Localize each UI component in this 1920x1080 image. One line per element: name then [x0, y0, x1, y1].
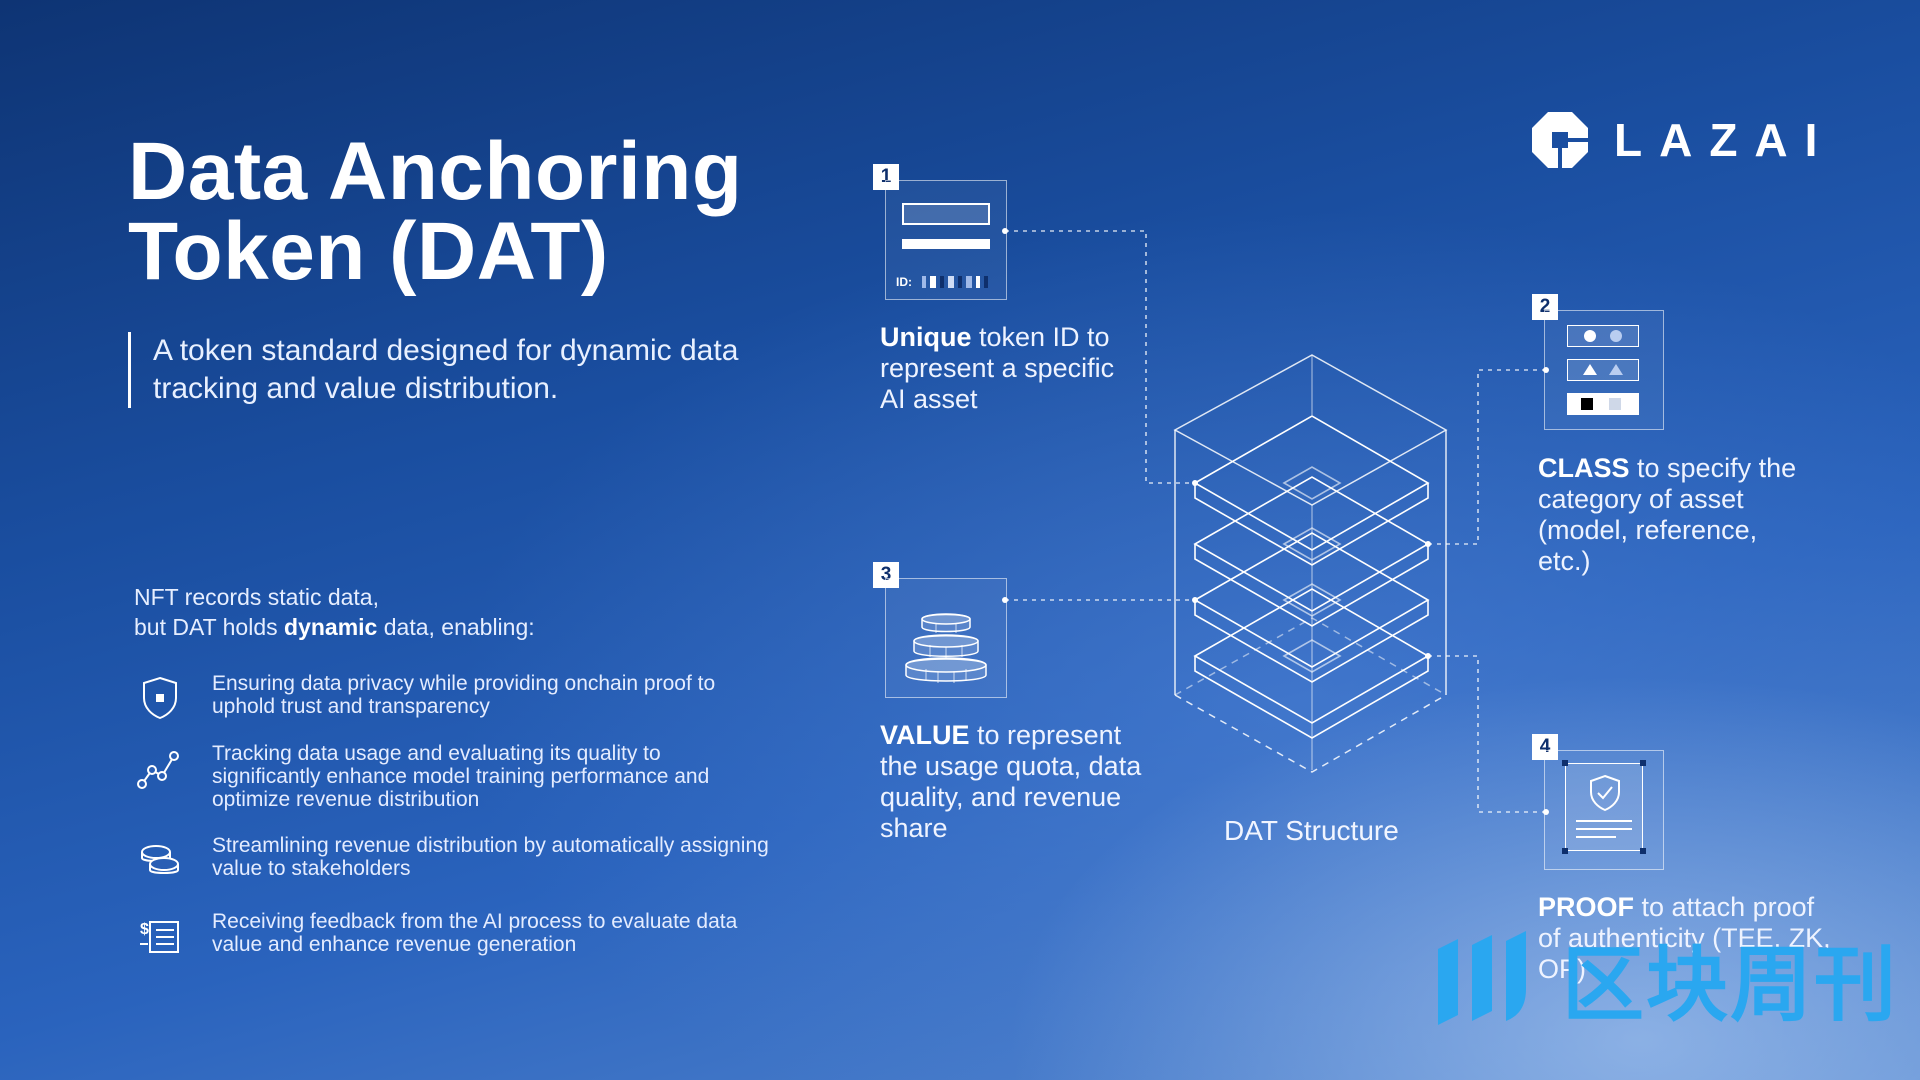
desc-bold: VALUE: [880, 720, 970, 750]
dat-layer-1: [1193, 415, 1430, 566]
class-row-circles: [1567, 325, 1639, 347]
token-id-card: ID:: [885, 180, 1007, 300]
id-card-label: ID:: [896, 275, 912, 289]
page-title: Data Anchoring Token (DAT): [128, 126, 743, 297]
desc-rest: to represent the usage quota, data quali…: [880, 720, 1142, 843]
component-number-3: 3: [873, 562, 899, 588]
proof-card: [1544, 750, 1664, 870]
component-desc-proof: PROOF to attach proof of authenticity (T…: [1538, 892, 1838, 985]
feature-item-feedback: $ Receiving feedback from the AI process…: [134, 910, 774, 962]
component-number-1: 1: [873, 164, 899, 190]
title-line-1: Data Anchoring: [128, 126, 743, 217]
component-desc-value: VALUE to represent the usage quota, data…: [880, 720, 1150, 844]
lazai-logo: LAZAI: [1528, 108, 1834, 172]
component-desc-class: CLASS to specify the category of asset (…: [1538, 453, 1798, 577]
dat-layer-4: [1193, 588, 1430, 739]
intro-post: data, enabling:: [377, 614, 535, 640]
dat-structure-label: DAT Structure: [1224, 815, 1399, 846]
connector-lines: [1005, 230, 1546, 813]
lazai-logo-text: LAZAI: [1614, 114, 1835, 166]
component-number-4: 4: [1532, 734, 1558, 760]
id-barcode: [922, 276, 988, 288]
intro-pre: but DAT holds: [134, 614, 285, 640]
feature-text: Streamlining revenue distribution by aut…: [212, 834, 769, 880]
proof-document: [1562, 760, 1646, 854]
feature-item-privacy: Ensuring data privacy while providing on…: [134, 672, 774, 724]
feature-item-revenue: Streamlining revenue distribution by aut…: [134, 834, 774, 886]
id-card-field: [902, 203, 990, 225]
desc-rest: to specify the category of asset (model,…: [1538, 453, 1797, 576]
desc-bold: Unique: [880, 322, 972, 352]
subtitle: A token standard designed for dynamic da…: [128, 332, 793, 408]
component-number-2: 2: [1532, 294, 1558, 320]
desc-rest: token ID to represent a specific AI asse…: [880, 322, 1115, 414]
component-desc-unique: Unique token ID to represent a specific …: [880, 322, 1140, 415]
feature-item-tracking: Tracking data usage and evaluating its q…: [134, 742, 774, 811]
intro-line-2: but DAT holds dynamic data, enabling:: [134, 612, 535, 642]
dat-layer-3: [1193, 532, 1430, 683]
desc-bold: CLASS: [1538, 453, 1630, 483]
intro-text: NFT records static data, but DAT holds d…: [134, 582, 535, 642]
watermark: 区块周刊: [1432, 918, 1898, 1037]
shield-icon: [143, 676, 177, 720]
coins-icon: [141, 845, 179, 874]
class-card: [1544, 310, 1664, 430]
chart-line-icon: [137, 751, 179, 789]
watermark-logo-icon: [1438, 930, 1526, 1025]
watermark-text: 区块周刊: [1562, 940, 1899, 1031]
feature-text: Ensuring data privacy while providing on…: [212, 672, 716, 718]
dat-cube: [1173, 354, 1448, 773]
class-row-triangles: [1567, 359, 1639, 381]
svg-text:$: $: [140, 921, 149, 938]
feature-text: Receiving feedback from the AI process t…: [212, 910, 738, 956]
class-row-squares: [1567, 393, 1639, 415]
desc-bold: PROOF: [1538, 892, 1635, 922]
title-line-2: Token (DAT): [128, 206, 609, 297]
intro-line-1: NFT records static data,: [134, 584, 379, 610]
intro-bold: dynamic: [284, 614, 378, 640]
value-card: [885, 578, 1007, 698]
stacked-coins-icon: [905, 613, 987, 683]
check-shield-icon: [1590, 774, 1620, 812]
lazai-logo-icon: [1532, 112, 1588, 168]
ledger-icon: $: [140, 921, 179, 953]
dat-layers: [1193, 415, 1430, 739]
feature-text: Tracking data usage and evaluating its q…: [212, 742, 710, 811]
dat-layer-2: [1193, 476, 1430, 627]
desc-rest: to attach proof of authenticity (TEE, ZK…: [1538, 892, 1831, 984]
id-card-bar: [902, 239, 990, 249]
